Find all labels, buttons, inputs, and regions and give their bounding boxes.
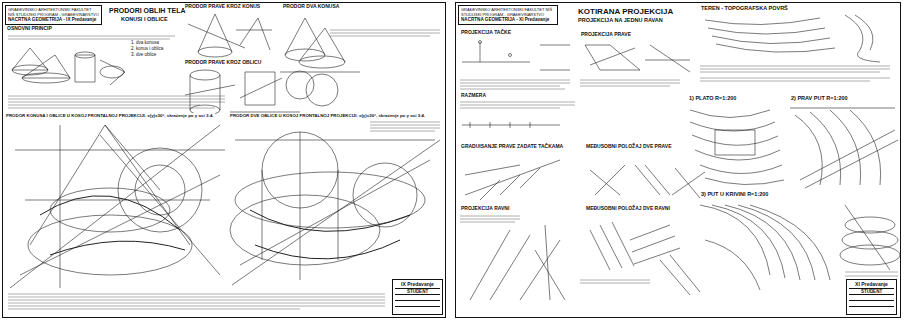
section-heading: 1) PLATO R=1:200 [688,95,737,101]
sheet-title: GRAĐEVINSKO ARHITEKTONSKI FAKULTET NIŠ S… [8,8,99,17]
section-heading: 3) PUT U KRIVINI R=1:200 [700,191,769,197]
title-block-row [395,301,440,307]
sheet-subtitle: PROJEKCIJA NA JEDNU RAVAN [578,17,663,23]
section-heading: 3. dve oblice [130,52,157,57]
sheet-subtitle: STUDENT [849,289,894,295]
section-heading: PROJEKCIJA PRAVE [580,32,632,38]
sheet-title: XI Predavanje [849,282,894,289]
section-heading: TEREN - TOPOGRAFSKA POVRŠ [700,5,789,11]
section-heading: PRODOR KONUSA I OBLICE U KOSOJ FRONTALNO… [5,113,215,118]
title-block: IX PredavanjeSTUDENT [392,279,443,315]
section-heading: PRODOR DVA KONUSA [282,4,340,10]
section-heading: PRODOR PRAVE KROZ KONUS [184,4,261,10]
section-heading: RAZMERA [460,93,487,99]
lecture-sheet: KOTIRANA PROJEKCIJAPROJEKCIJA NA JEDNU R… [455,2,901,318]
title-block-row [849,301,894,307]
header-box: GRAĐEVINSKO ARHITEKTONSKI FAKULTET NIŠ S… [5,5,102,25]
section-heading: MEĐUSOBNI POLOŽAJ DVE RAVNI [585,206,671,212]
section-heading: 1. dva konusa [130,40,160,45]
title-block-row [849,307,894,312]
section-heading: PROJEKCIJA RAVNI [460,206,510,212]
sheet-title: GRAĐEVINSKO ARHITEKTONSKI FAKULTET NIŠ S… [461,8,555,17]
section-heading: GRADUISANJE PRAVE ZADATE TAČKAMA [460,144,564,150]
section-heading: MEĐUSOBNI POLOŽAJ DVE PRAVE [585,144,672,150]
header-box: GRAĐEVINSKO ARHITEKTONSKI FAKULTET NIŠ S… [458,5,558,25]
sheet-title: PRODORI OBLIH TELA [109,7,186,15]
sheet-subtitle: NACRTNA GEOMETRIJA - IX Predavanje [8,17,99,22]
title-block: XI PredavanjeSTUDENT [846,279,897,315]
sheet-subtitle: KONUSI I OBLICE [121,16,168,22]
section-heading: PROJEKCIJA TAČKE [460,30,512,36]
title-block-row [395,307,440,312]
section-heading: PRODOR PRAVE KROZ OBLICU [184,60,262,66]
sheet-subtitle: NACRTNA GEOMETRIJA - XI Predavanje [461,17,555,22]
section-heading: OSNOVNI PRINCIP [6,26,53,32]
sheet-title: IX Predavanje [395,282,440,289]
section-heading: PRODOR DVE OBLICE U KOSOJ FRONTALNOJ PRO… [229,113,426,118]
section-heading: 2) PRAV PUT R=1:200 [790,95,849,101]
lecture-sheet: PRODORI OBLIH TELAKONUSI I OBLICE GRAĐEVI… [2,2,446,318]
sheet-subtitle: STUDENT [395,289,440,295]
section-heading: 2. konus i oblica [130,46,164,51]
sheet-title: KOTIRANA PROJEKCIJA [578,7,673,16]
